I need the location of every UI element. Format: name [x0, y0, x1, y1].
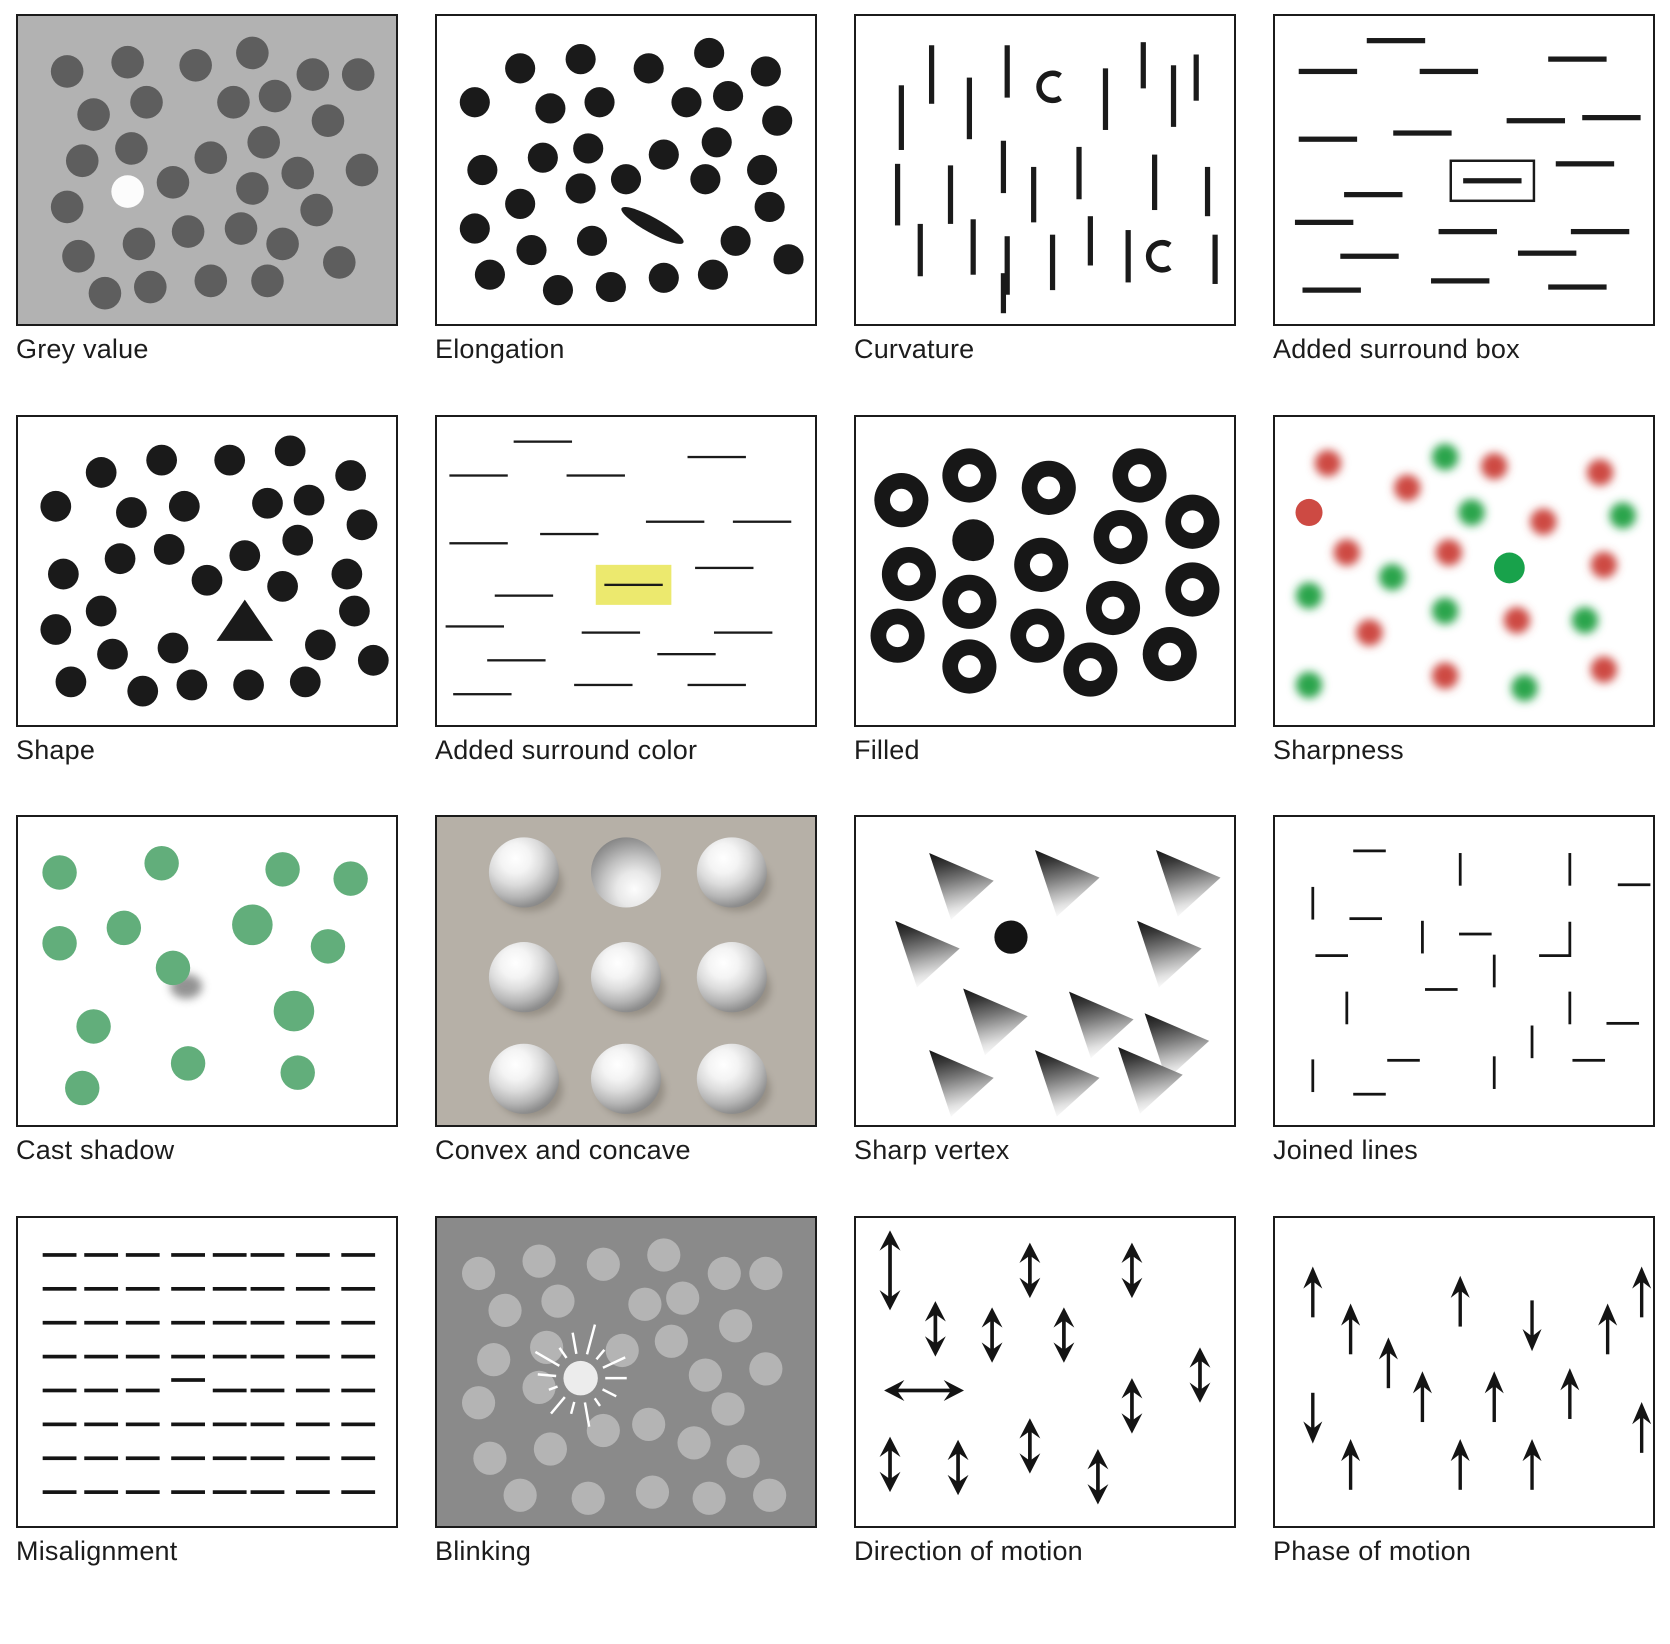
- grey-value-canvas: [16, 14, 398, 326]
- panel-convex-and-concave: Convex and concave: [435, 815, 817, 1166]
- grey-value-illustration: [50, 36, 379, 310]
- joined-lines-illustration: [1311, 849, 1651, 1096]
- sharpness-illustration: [1295, 443, 1636, 701]
- panel-label: Cast shadow: [16, 1135, 175, 1166]
- panel-label: Convex and concave: [435, 1135, 691, 1166]
- cast-shadow-canvas: [16, 815, 398, 1128]
- panel-label: Sharpness: [1273, 734, 1404, 765]
- curvature-canvas: [854, 14, 1236, 326]
- joined-lines-canvas: [1273, 815, 1655, 1128]
- shape-illustration: [40, 435, 389, 707]
- panel-label: Blinking: [435, 1536, 532, 1567]
- panel-label: Curvature: [854, 334, 975, 364]
- sharp-vertex-canvas: [854, 815, 1236, 1128]
- shape-canvas: [16, 414, 398, 727]
- panel-direction-of-motion: Direction of motion: [854, 1216, 1236, 1567]
- panel-label: Joined lines: [1273, 1135, 1418, 1166]
- panel-cast-shadow: Cast shadow: [16, 815, 398, 1166]
- panel-shape: Shape: [16, 414, 398, 766]
- panel-curvature: Curvature: [854, 14, 1236, 365]
- panel-label: Sharp vertex: [854, 1135, 1010, 1166]
- panel-filled: Filled: [854, 414, 1236, 766]
- panel-label: Grey value: [16, 334, 149, 364]
- panel-elongation: Elongation: [435, 14, 817, 365]
- direction-of-motion-canvas: [854, 1216, 1236, 1529]
- sharpness-canvas: [1273, 414, 1655, 727]
- panel-phase-of-motion: Phase of motion: [1273, 1216, 1655, 1567]
- sharp-vertex-illustration: [895, 850, 1221, 1118]
- misalignment-canvas: [16, 1216, 398, 1529]
- panel-label: Phase of motion: [1273, 1536, 1472, 1567]
- panel-label: Shape: [16, 734, 96, 765]
- elongation-illustration: [459, 37, 804, 306]
- phase-of-motion-canvas: [1273, 1216, 1655, 1529]
- cast-shadow-illustration: [42, 846, 368, 1106]
- panel-label: Direction of motion: [854, 1536, 1083, 1567]
- convex-and-concave-illustration: [488, 837, 771, 1118]
- added-surround-color-canvas: [435, 414, 817, 727]
- convex-and-concave-canvas: [435, 815, 817, 1128]
- panel-label: Added surround box: [1273, 334, 1520, 364]
- panel-added-surround-color: Added surround color: [435, 414, 817, 766]
- filled-canvas: [854, 414, 1236, 727]
- misalignment-illustration: [42, 1253, 376, 1495]
- panel-label: Misalignment: [16, 1536, 178, 1567]
- direction-of-motion-illustration: [879, 1230, 1211, 1505]
- added-surround-box-canvas: [1273, 14, 1655, 326]
- panel-misalignment: Misalignment: [16, 1216, 398, 1567]
- blinking-illustration: [461, 1238, 787, 1515]
- phase-of-motion-illustration: [1303, 1266, 1652, 1490]
- panel-label: Elongation: [435, 334, 565, 364]
- elongation-canvas: [435, 14, 817, 326]
- panel-blinking: Blinking: [435, 1216, 817, 1567]
- panel-joined-lines: Joined lines: [1273, 815, 1655, 1166]
- panel-sharp-vertex: Sharp vertex: [854, 815, 1236, 1166]
- panel-grey-value: Grey value: [16, 14, 398, 365]
- panel-label: Added surround color: [435, 734, 698, 765]
- panel-added-surround-box: Added surround box: [1273, 14, 1655, 365]
- panel-sharpness: Sharpness: [1273, 414, 1655, 766]
- filled-illustration: [870, 448, 1220, 697]
- panel-label: Filled: [854, 734, 920, 765]
- curvature-illustration: [894, 42, 1218, 314]
- blinking-canvas: [435, 1216, 817, 1529]
- added-surround-color-illustration: [445, 440, 792, 696]
- added-surround-box-illustration: [1294, 38, 1641, 293]
